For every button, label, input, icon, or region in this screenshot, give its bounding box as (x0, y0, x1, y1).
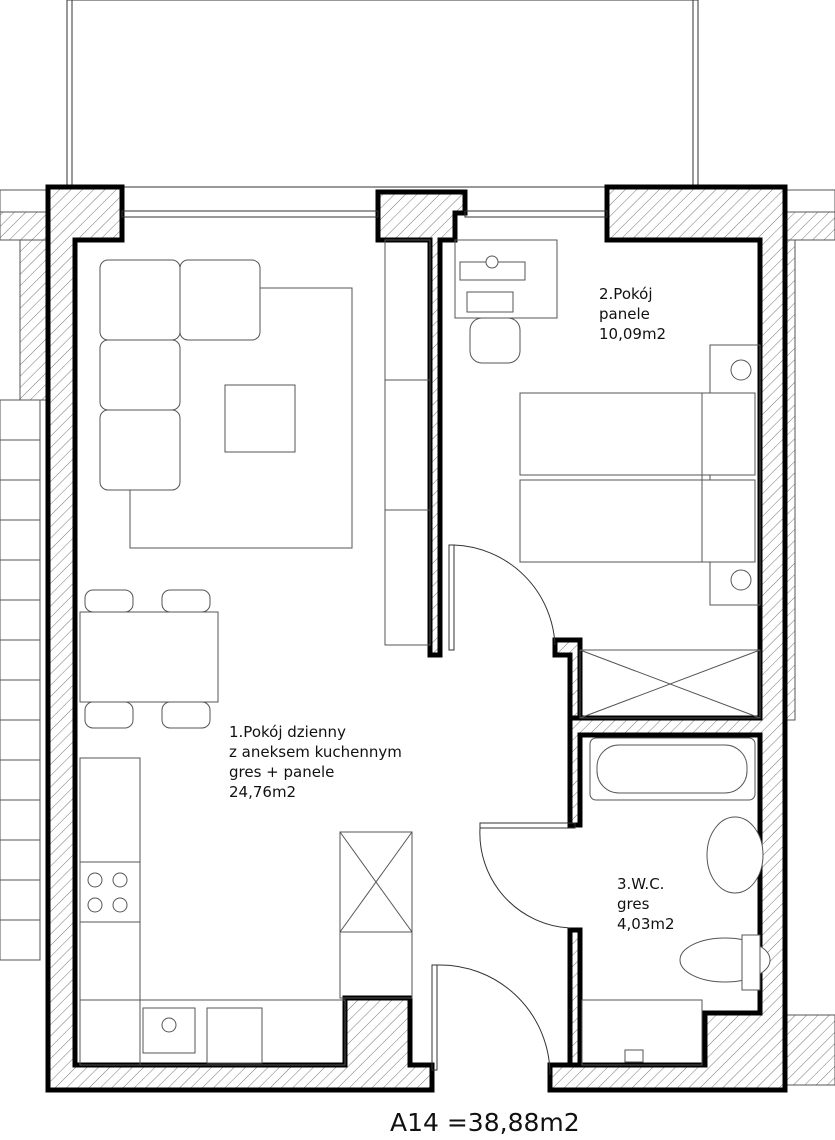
room-label-living: 1.Pokój dzienny z aneksem kuchennym gres… (229, 722, 402, 802)
room-label-bedroom: 2.Pokój panele 10,09m2 (599, 284, 666, 344)
room-name: 3.W.C. (617, 875, 665, 893)
doors (431, 544, 576, 1076)
room-finish: gres (617, 895, 650, 913)
room-name: 2.Pokój (599, 285, 653, 303)
staircase (0, 399, 41, 961)
room-name: 1.Pokój dzienny (229, 723, 346, 741)
room-name-line2: z aneksem kuchennym (229, 743, 402, 761)
room-area: 10,09m2 (599, 325, 667, 343)
room-area: 24,76m2 (229, 783, 297, 801)
apartment-title: A14 =38,88m2 (390, 1108, 580, 1137)
balcony (66, 0, 699, 188)
room-label-wc: 3.W.C. gres 4,03m2 (617, 874, 675, 934)
room-finish: panele (599, 305, 650, 323)
bedroom-furniture (454, 239, 761, 719)
bathroom-fixtures (581, 737, 771, 1066)
windows (121, 210, 608, 218)
furniture (79, 239, 431, 1066)
room-finish: gres + panele (229, 763, 335, 781)
room-area: 4,03m2 (617, 915, 675, 933)
